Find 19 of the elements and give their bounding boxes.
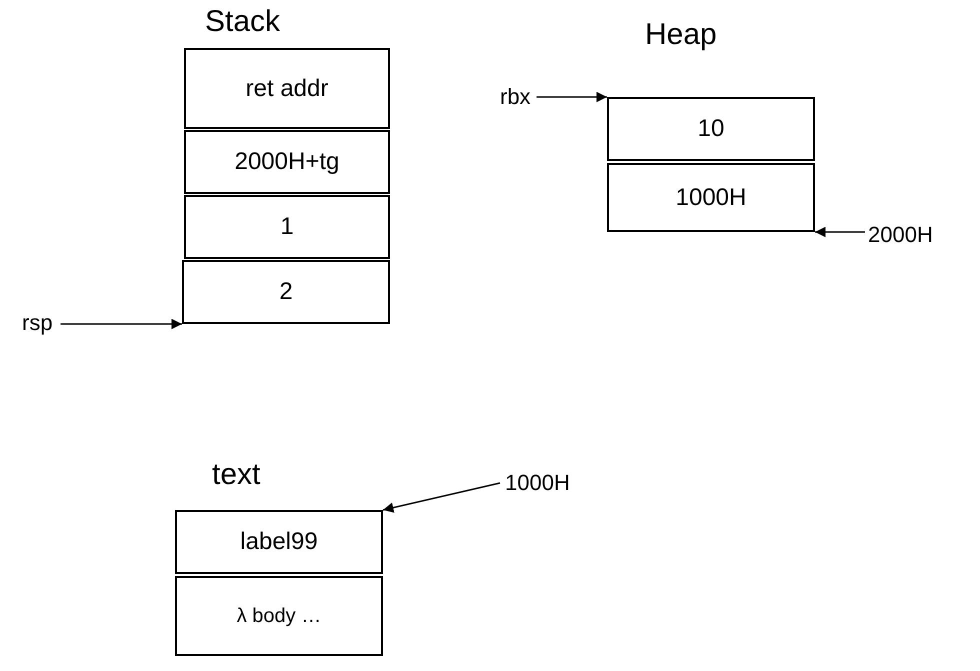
memory-cell: 1000H	[607, 163, 815, 232]
memory-cell: λ body …	[175, 576, 383, 656]
arrow	[60, 318, 182, 330]
pointer-label: rbx	[500, 84, 531, 110]
pointer-label: 1000H	[505, 470, 570, 496]
section-title: text	[212, 458, 260, 492]
section-title: Stack	[205, 5, 280, 39]
memory-cell: ret addr	[184, 48, 390, 129]
memory-cell: 10	[607, 97, 815, 161]
arrow	[382, 482, 500, 513]
arrow	[815, 226, 865, 238]
memory-cell: 1	[184, 195, 390, 259]
pointer-label: rsp	[22, 310, 53, 336]
arrow	[536, 92, 607, 102]
memory-cell: label99	[175, 510, 383, 574]
section-title: Heap	[645, 18, 717, 52]
memory-cell: 2	[182, 260, 390, 324]
memory-cell: 2000H+tg	[184, 130, 390, 194]
pointer-label: 2000H	[868, 222, 933, 248]
